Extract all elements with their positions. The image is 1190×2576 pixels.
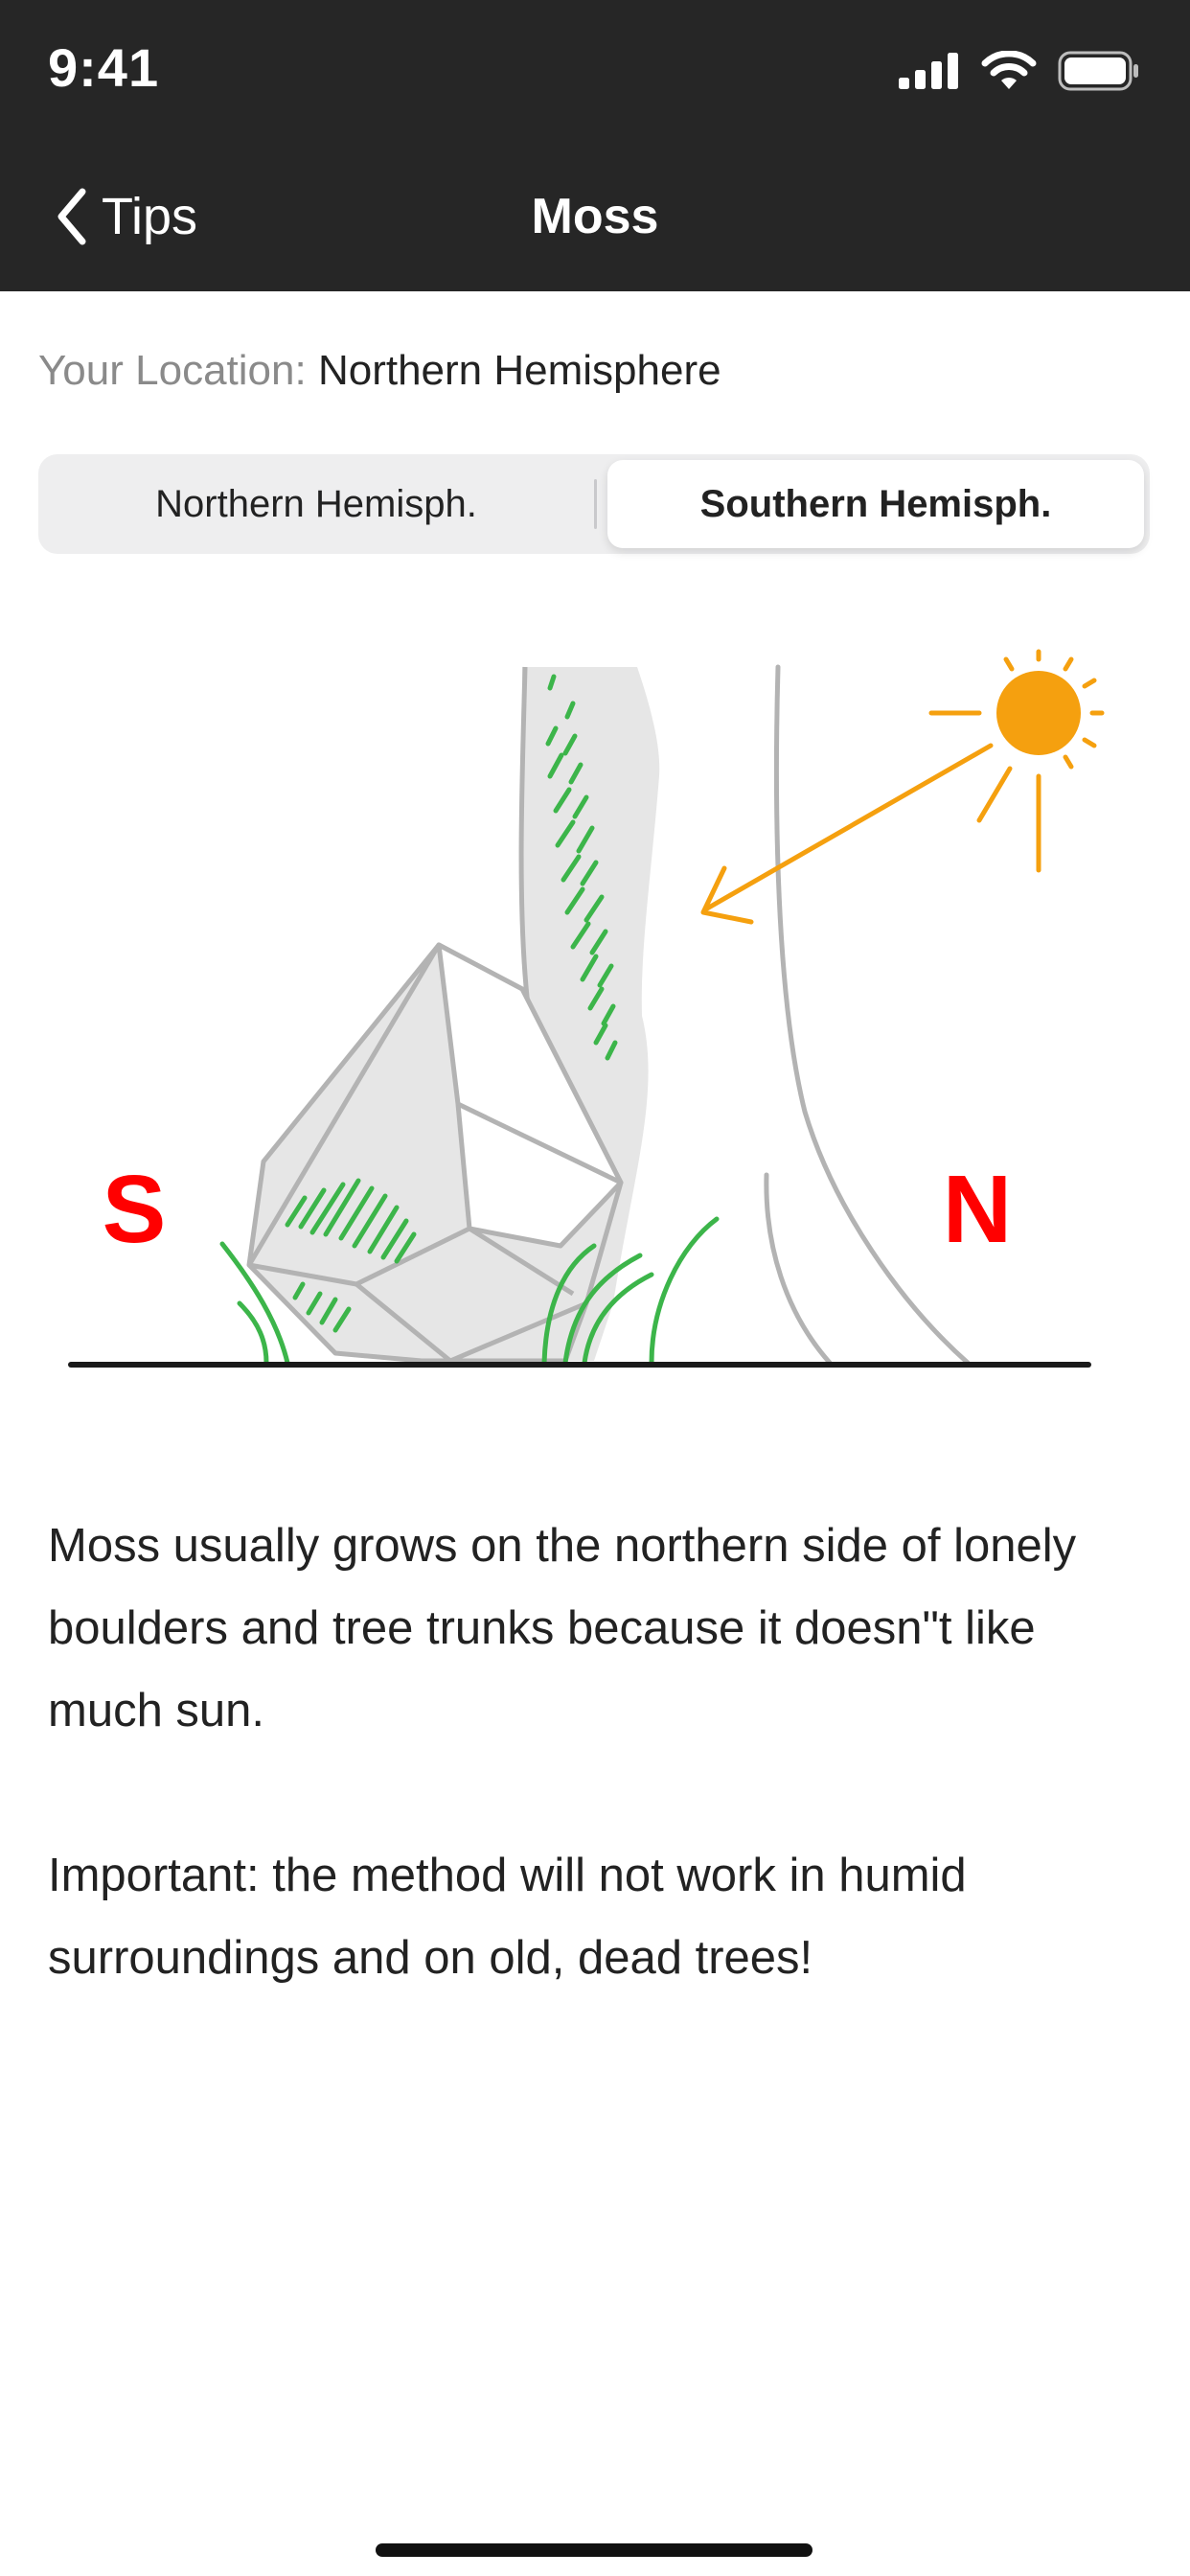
wifi-icon: [981, 51, 1037, 89]
north-label: N: [943, 1156, 1012, 1263]
description: Moss usually grows on the northern side …: [48, 1505, 1142, 1999]
status-time: 9:41: [48, 37, 160, 98]
location-line: Your Location: Northern Hemisphere: [38, 347, 721, 395]
segment-northern-hemisphere[interactable]: Northern Hemisph.: [155, 482, 477, 525]
battery-icon: [1058, 51, 1138, 91]
description-paragraph-1: Moss usually grows on the northern side …: [48, 1520, 1077, 1736]
south-label: S: [103, 1156, 167, 1263]
boulder: [246, 942, 624, 1364]
chevron-left-icon: [57, 188, 86, 245]
back-button[interactable]: Tips: [54, 180, 197, 253]
sunlight-arrow-icon: [700, 743, 994, 925]
description-paragraph-2: Important: the method will not work in h…: [48, 1850, 967, 1984]
hemisphere-toggle: Northern Hemisph. Southern Hemisph.: [38, 454, 1150, 554]
back-button-label: Tips: [102, 188, 198, 245]
sun-icon: [928, 649, 1105, 873]
moss-illustration: S N: [68, 649, 1105, 1368]
location-label: Your Location:: [38, 347, 307, 394]
right-tree: [764, 664, 971, 1366]
segment-southern-hemisphere[interactable]: Southern Hemisph.: [607, 460, 1144, 548]
grass: [219, 1216, 720, 1366]
page-title: Moss: [531, 189, 659, 244]
location-value: Northern Hemisphere: [317, 347, 721, 394]
trunk-moss: [545, 674, 618, 1061]
home-indicator[interactable]: [376, 2543, 812, 2557]
signal-icon: [899, 53, 958, 89]
segment-divider: [594, 479, 597, 529]
top-bar: 9:41 Tips Moss: [0, 0, 1190, 291]
status-icons: [899, 50, 1140, 92]
boulder-moss: [285, 1178, 417, 1333]
